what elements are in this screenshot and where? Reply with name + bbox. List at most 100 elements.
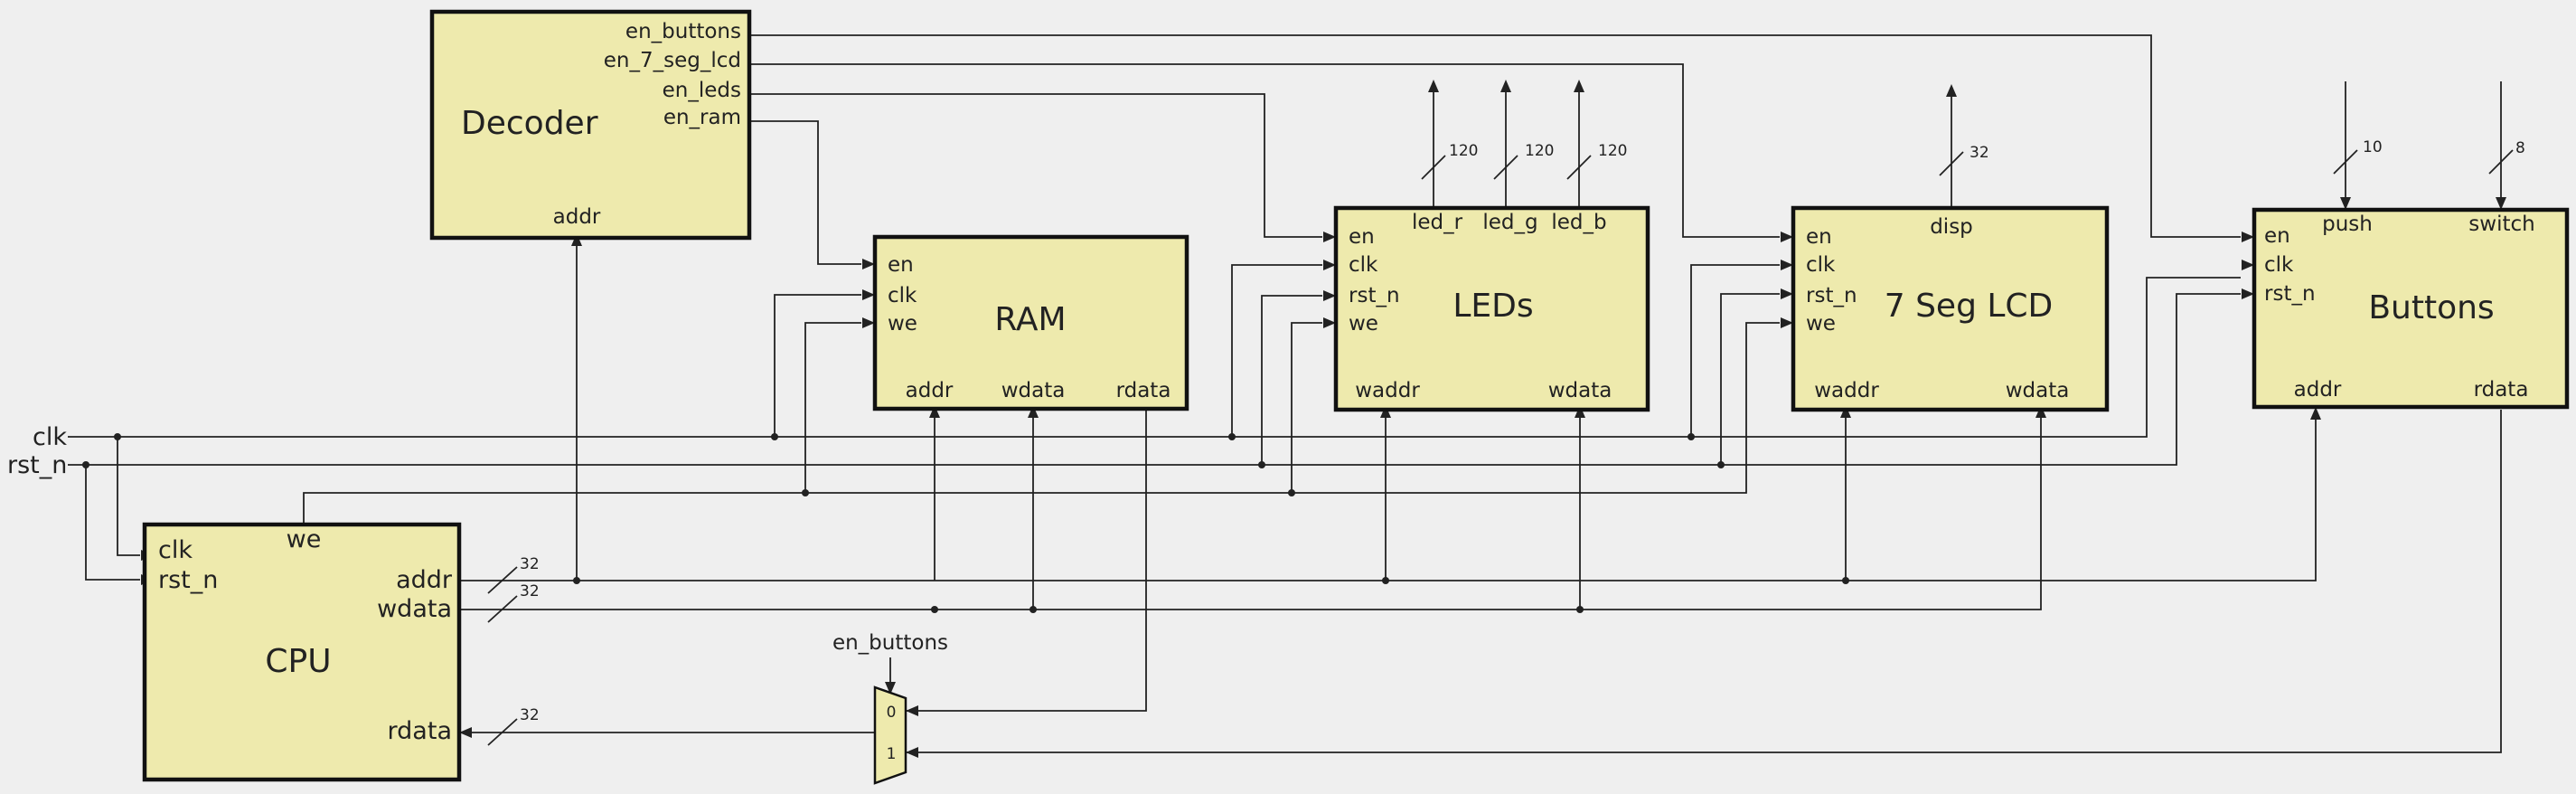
cpu-title: CPU (265, 643, 331, 680)
arrow-mux-in1 (906, 747, 918, 758)
arrow-push-in (2340, 197, 2351, 210)
bus-width-led-g: 120 (1525, 142, 1554, 160)
junction-dot (1842, 577, 1849, 584)
arrow-led-b-out (1574, 80, 1584, 92)
arrow-buttons-rst (2242, 288, 2254, 299)
arrow-led-g-out (1500, 80, 1511, 92)
junction-dot (114, 433, 121, 440)
junction-dot (573, 577, 580, 584)
arrow-leds-we (1323, 317, 1336, 328)
leds-title: LEDs (1453, 288, 1533, 325)
arrow-disp-out (1946, 84, 1957, 97)
wire-ram-rdata (906, 410, 1147, 712)
lcd-port-clk: clk (1806, 253, 1836, 277)
buttons-block: Buttons en clk rst_n addr rdata push swi… (2252, 207, 2570, 410)
ram-port-wdata: wdata (1001, 379, 1066, 402)
slash-switch (2488, 149, 2514, 175)
arrow-led-r-out (1428, 80, 1439, 92)
decoder-port-en-ram: en_ram (663, 106, 741, 129)
ram-port-we: we (888, 312, 917, 336)
wire-addr-bus (459, 415, 2317, 581)
junctions (82, 433, 1849, 613)
bus-width-cpu-rdata: 32 (520, 706, 540, 724)
wire-wdata-bus (459, 415, 2042, 610)
arrow-ram-clk (862, 289, 875, 300)
lcd-port-disp: disp (1930, 215, 1973, 239)
cpu-port-rst-n: rst_n (158, 566, 218, 594)
ram-title: RAM (994, 301, 1066, 338)
buttons-port-addr: addr (2294, 378, 2342, 402)
arrow-buttons-addr (2310, 407, 2321, 420)
wire-we-ram (804, 322, 861, 493)
decoder-port-addr: addr (553, 205, 601, 229)
junction-dot (1288, 489, 1295, 496)
wire-clk-leds (1231, 264, 1322, 437)
junction-dot (1576, 606, 1584, 613)
arrow-buttons-clk (2242, 260, 2254, 270)
cpu-port-we: we (287, 525, 322, 553)
arrow-ram-we (862, 317, 875, 328)
wire-en-buttons (749, 34, 2241, 238)
arrow-lcd-we (1781, 317, 1793, 328)
leds-port-clk: clk (1349, 253, 1378, 277)
junction-dot (1228, 433, 1236, 440)
slash-push (2333, 149, 2358, 175)
bus-width-cpu-wdata: 32 (520, 582, 540, 600)
arrow-lcd-rst (1781, 288, 1793, 299)
mux-input-1: 1 (887, 745, 897, 763)
lcd-title: 7 Seg LCD (1885, 288, 2054, 325)
bus-width-push: 10 (2363, 138, 2383, 156)
wire-clk-lcd (1690, 264, 1780, 437)
slash-disp (1939, 151, 1964, 176)
leds-box (1333, 205, 1650, 412)
junction-dot (771, 433, 778, 440)
wire-rst-lcd (1720, 293, 1780, 465)
slash-cpu-rdata (487, 718, 518, 746)
buttons-port-switch: switch (2468, 213, 2534, 236)
arrow-buttons-en (2242, 232, 2254, 242)
arrow-leds-en (1323, 232, 1336, 242)
clk-label: clk (33, 423, 67, 451)
arrow-leds-clk (1323, 260, 1336, 270)
mux: 0 1 en_buttons (832, 631, 948, 785)
buttons-port-clk: clk (2264, 253, 2294, 277)
leds-port-en: en (1349, 225, 1375, 249)
slash-led-r (1421, 155, 1446, 180)
leds-port-led-r: led_r (1412, 211, 1463, 234)
leds-port-wdata: wdata (1548, 379, 1612, 402)
leds-block: LEDs en clk rst_n we waddr wdata led_r l… (1333, 205, 1650, 412)
wire-rst-leds (1261, 295, 1322, 465)
wire-rst-cpu (85, 465, 140, 581)
cpu-block: CPU clk rst_n we addr wdata rdata (142, 522, 462, 782)
junction-dot (1688, 433, 1695, 440)
arrow-mux-sel (885, 682, 896, 695)
cpu-port-clk: clk (158, 536, 193, 564)
mux-input-0: 0 (887, 704, 897, 722)
leds-port-rst-n: rst_n (1349, 284, 1400, 307)
lcd-port-en: en (1806, 225, 1832, 249)
wire-rst-main (68, 293, 2241, 466)
lcd-block: 7 Seg LCD en clk rst_n we waddr wdata di… (1791, 205, 2110, 412)
mux-select-label: en_buttons (832, 631, 948, 655)
wire-en-7seg (749, 63, 1780, 238)
ram-port-addr: addr (906, 379, 954, 402)
junction-dot (1717, 461, 1725, 468)
arrow-leds-rst (1323, 290, 1336, 301)
decoder-box (429, 9, 752, 241)
lcd-port-wdata: wdata (2006, 379, 2070, 402)
wire-we-leds (1291, 322, 1322, 493)
wire-buttons-rdata (906, 410, 2502, 753)
bus-width-led-b: 120 (1598, 142, 1627, 160)
arrow-ram-wdata (1028, 405, 1039, 418)
bus-width-led-r: 120 (1449, 142, 1478, 160)
lcd-port-we: we (1806, 312, 1836, 336)
lcd-port-waddr: waddr (1814, 379, 1879, 402)
arrow-lcd-clk (1781, 260, 1793, 270)
leds-port-led-g: led_g (1482, 211, 1537, 234)
decoder-port-en-7-seg-lcd: en_7_seg_lcd (604, 49, 741, 72)
junction-dot (1029, 606, 1037, 613)
junction-dot (82, 461, 89, 468)
slash-led-g (1493, 155, 1518, 180)
